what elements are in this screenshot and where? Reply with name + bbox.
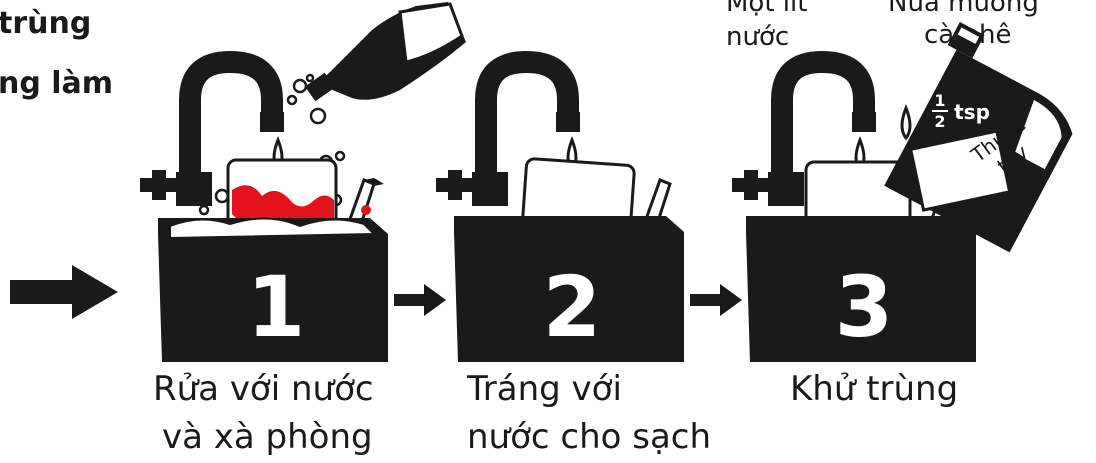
faucet-icon [732,50,876,206]
heading-line-2: ng làm [0,66,114,101]
sink-2 [436,50,684,362]
bleach-fraction-numerator: 1 [934,91,945,110]
sink-basin-1 [158,218,388,362]
sink-basin-3 [746,216,976,362]
soap-bottle-icon [305,2,466,102]
bleach-jug-icon [884,22,1073,253]
step-number-2: 2 [543,258,601,356]
sink-3 [732,22,1073,362]
step-2-caption-line-2: nước cho sạch [467,417,712,457]
arrow-right-icon [690,284,742,316]
step-1-caption-line-2: và xà phòng [162,417,373,457]
step-3-caption-line-1: Khử trùng [790,369,959,409]
faucet-icon [140,50,284,206]
water-note-line-1: Một lít [726,0,808,18]
volume-label: 1L [799,89,844,129]
bleach-fraction-denominator: 2 [934,112,945,131]
step-1-caption-line-1: Rửa với nước [153,369,374,409]
spoon-note-line-1: Nửa muỗng [888,0,1039,18]
sink-basin-2 [454,216,684,362]
faucet-icon [436,50,580,206]
bleach-unit: tsp [954,100,990,124]
step-number-1: 1 [247,258,305,356]
water-drop-icon [900,103,912,141]
water-note-line-2: nước [726,22,790,52]
heading-line-1: trùng [0,6,92,41]
step-2-caption-line-1: Tráng với [467,369,622,409]
step-number-3: 3 [835,258,893,356]
bubbles-icon [198,73,346,233]
arrow-right-icon [10,265,118,319]
arrow-right-icon [394,284,446,316]
sink-1 [140,2,466,362]
